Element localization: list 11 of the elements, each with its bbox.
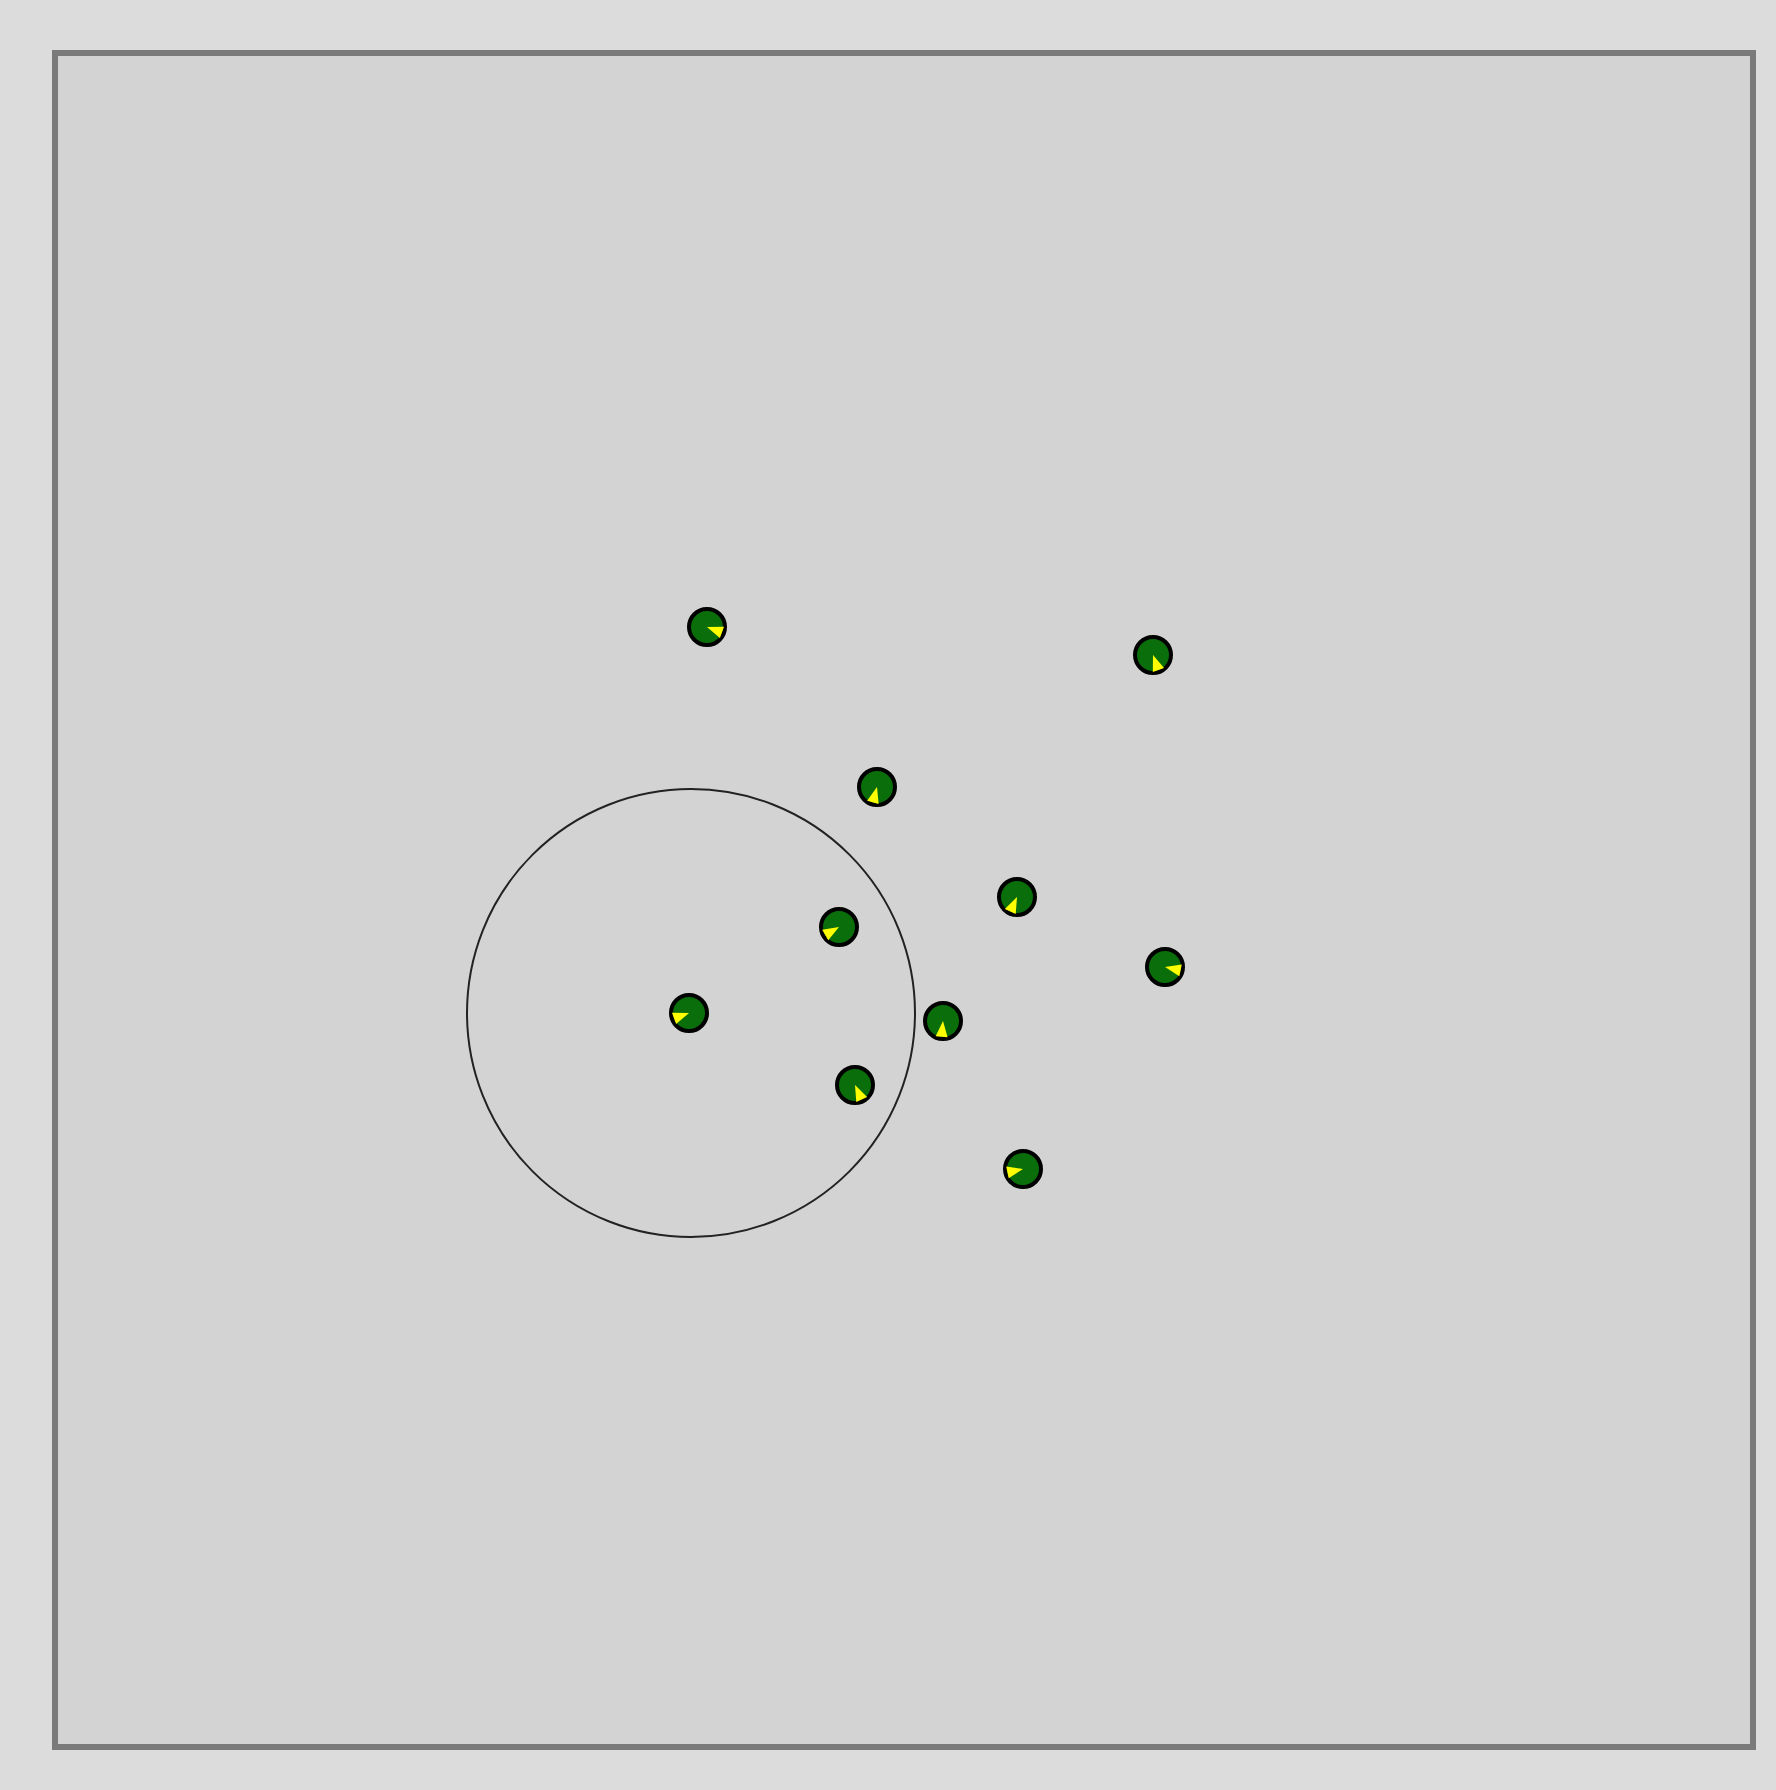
agent-marker: [855, 765, 897, 807]
agent-marker: [995, 875, 1037, 917]
range-circle: [463, 785, 917, 1239]
agent-marker: [1001, 1147, 1043, 1189]
agent-marker: [667, 991, 709, 1033]
agent-marker: [817, 905, 859, 947]
agent-marker: [833, 1063, 875, 1105]
agent-marker: [685, 605, 727, 647]
agent-marker: [921, 999, 963, 1041]
agent-marker: [1131, 633, 1173, 675]
agent-marker: [1143, 945, 1185, 987]
